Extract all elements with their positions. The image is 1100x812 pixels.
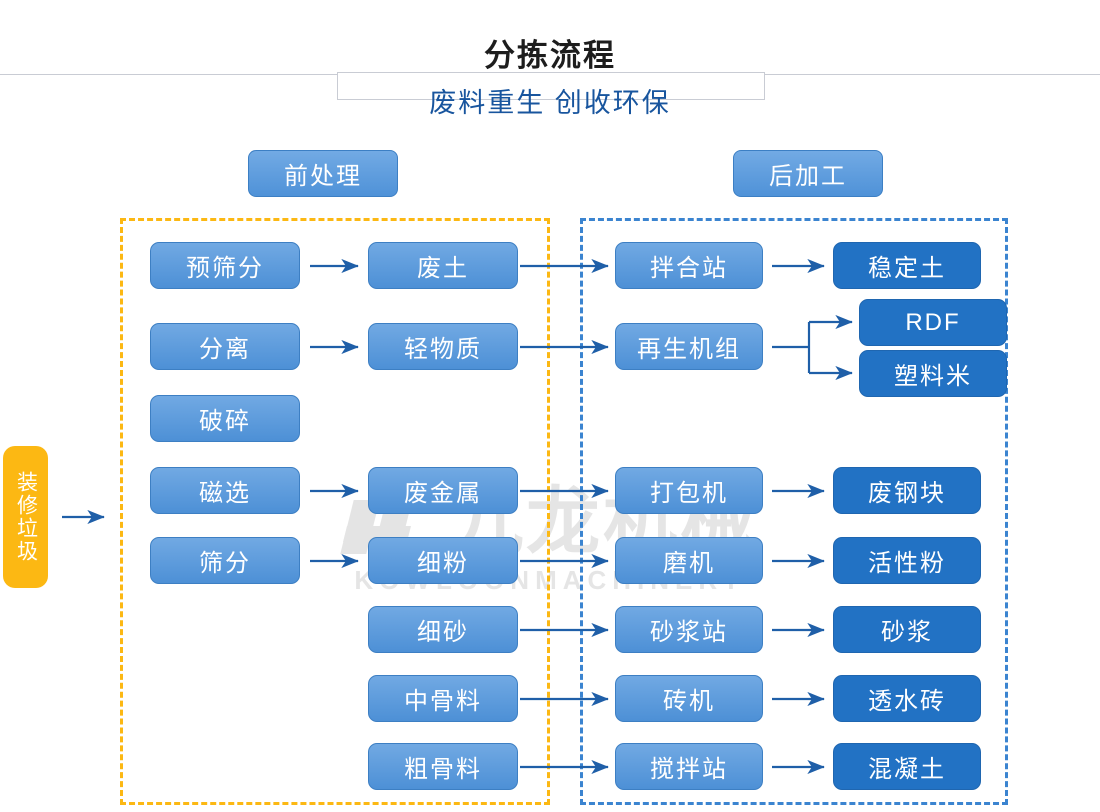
node-waste-soil[interactable]: 废土: [368, 242, 518, 289]
node-recycling-unit[interactable]: 再生机组: [615, 323, 763, 370]
page-title: 分拣流程: [484, 38, 616, 73]
node-concrete-station[interactable]: 搅拌站: [615, 743, 763, 790]
node-baler[interactable]: 打包机: [615, 467, 763, 514]
node-permeable-brick[interactable]: 透水砖: [833, 675, 981, 722]
node-medium-aggregate[interactable]: 中骨料: [368, 675, 518, 722]
post-process-group-frame: [580, 218, 1008, 805]
section-header-post-process[interactable]: 后加工: [733, 150, 883, 197]
input-node-label: 装修垃圾: [14, 471, 38, 563]
node-crushing[interactable]: 破碎: [150, 395, 300, 442]
node-rdf[interactable]: RDF: [859, 299, 1007, 346]
node-brick-machine[interactable]: 砖机: [615, 675, 763, 722]
node-mortar-station[interactable]: 砂浆站: [615, 606, 763, 653]
node-grinder[interactable]: 磨机: [615, 537, 763, 584]
node-concrete[interactable]: 混凝土: [833, 743, 981, 790]
node-screening[interactable]: 筛分: [150, 537, 300, 584]
node-waste-metal[interactable]: 废金属: [368, 467, 518, 514]
node-fine-powder[interactable]: 细粉: [368, 537, 518, 584]
node-magnetic-separation[interactable]: 磁选: [150, 467, 300, 514]
node-active-powder[interactable]: 活性粉: [833, 537, 981, 584]
node-plastic-pellets[interactable]: 塑料米: [859, 350, 1007, 397]
node-stabilized-soil[interactable]: 稳定土: [833, 242, 981, 289]
title-decoration-frame: [337, 72, 765, 100]
section-header-pre-process[interactable]: 前处理: [248, 150, 398, 197]
node-light-material[interactable]: 轻物质: [368, 323, 518, 370]
node-pre-screening[interactable]: 预筛分: [150, 242, 300, 289]
node-scrap-steel[interactable]: 废钢块: [833, 467, 981, 514]
node-separation[interactable]: 分离: [150, 323, 300, 370]
page-subtitle: 废料重生 创收环保: [429, 88, 671, 118]
node-mixing-station[interactable]: 拌合站: [615, 242, 763, 289]
input-node-construction-waste[interactable]: 装修垃圾: [3, 446, 48, 588]
node-coarse-aggregate[interactable]: 粗骨料: [368, 743, 518, 790]
node-fine-sand[interactable]: 细砂: [368, 606, 518, 653]
pre-process-group-frame: [120, 218, 550, 805]
node-mortar[interactable]: 砂浆: [833, 606, 981, 653]
